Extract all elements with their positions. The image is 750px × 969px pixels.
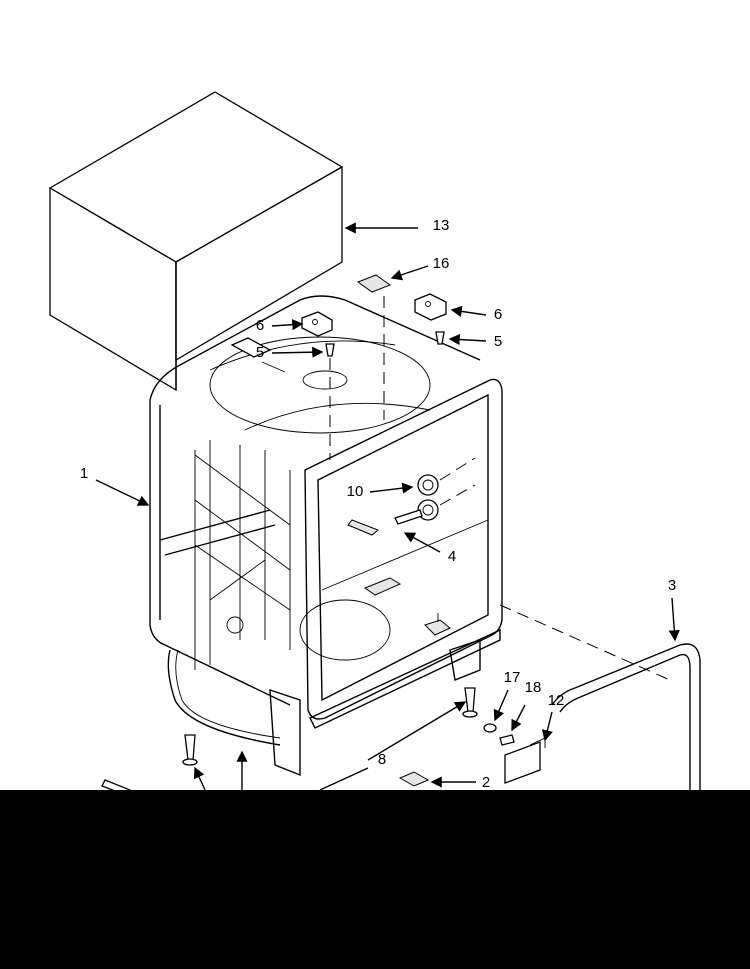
callout-1: 1 (80, 465, 88, 482)
callout-8: 8 (378, 751, 386, 768)
callout-18: 18 (525, 679, 542, 696)
callout-10: 10 (347, 483, 364, 500)
callout-4: 4 (448, 548, 456, 565)
part-13-cover (48, 91, 344, 392)
callout-13: 13 (433, 217, 450, 234)
leader-lines (95, 222, 680, 791)
callout-5-right: 5 (494, 333, 502, 350)
part-3-gasket (499, 604, 701, 790)
part-16-clip (356, 274, 392, 420)
part-4-screw (394, 509, 423, 525)
callout-6-right: 6 (494, 306, 502, 323)
part-18-screw (499, 734, 515, 746)
part-6-bracket-left (301, 311, 333, 337)
callout-12: 12 (548, 692, 565, 709)
part-5-screw-left (325, 343, 335, 460)
part-5-screw-right (435, 331, 445, 345)
tub-assembly (149, 295, 503, 777)
part-12-bracket (504, 737, 546, 784)
part-10-inlet (417, 457, 476, 521)
callout-5-left: 5 (256, 344, 264, 361)
callout-16: 16 (433, 255, 450, 272)
part-8-leg-right (462, 687, 478, 718)
part-2-clip (398, 771, 430, 787)
callout-17: 17 (504, 669, 521, 686)
vent-piece (230, 337, 286, 373)
callout-3: 3 (668, 577, 676, 594)
callout-6-left: 6 (256, 317, 264, 334)
callout-2: 2 (482, 774, 490, 791)
part-6-bracket-right (414, 293, 447, 321)
part-8-leg-left (182, 734, 198, 766)
callout-labels: 13 16 6 5 6 5 1 10 4 3 17 18 12 8 2 (80, 217, 676, 791)
black-band (0, 790, 750, 969)
part-17-washer (483, 723, 497, 733)
